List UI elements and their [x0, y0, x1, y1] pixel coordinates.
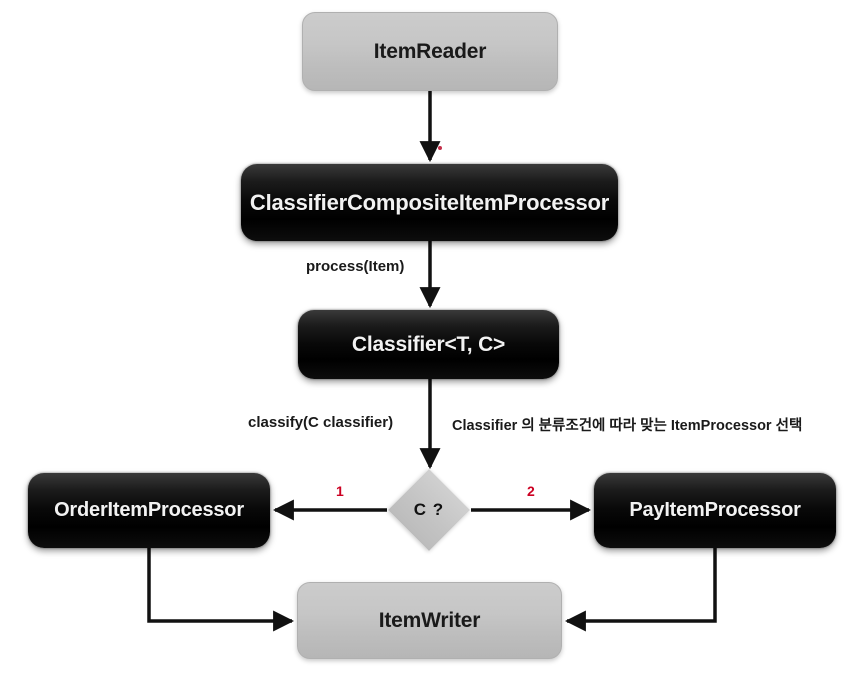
node-pay-item-processor-label: PayItemProcessor	[629, 499, 801, 521]
node-item-reader-label: ItemReader	[373, 39, 487, 63]
edge-order-to-writer	[147, 548, 295, 632]
node-item-reader[interactable]: ItemReader	[302, 12, 558, 91]
node-order-item-processor[interactable]: OrderItemProcessor	[28, 473, 270, 548]
node-classifier-composite-item-processor-label: ClassifierCompositeItemProcessor	[249, 189, 610, 215]
node-item-writer[interactable]: ItemWriter	[297, 582, 562, 659]
edge-label-process-item: process(Item)	[306, 258, 405, 275]
red-dot-artifact	[438, 146, 442, 150]
decision-diamond-label: C ?	[413, 500, 445, 519]
branch-number-1: 1	[336, 483, 344, 499]
node-pay-item-processor[interactable]: PayItemProcessor	[594, 473, 836, 548]
edge-label-selection-note: Classifier 의 분류조건에 따라 맞는 ItemProcessor 선…	[452, 418, 803, 434]
node-order-item-processor-label: OrderItemProcessor	[54, 499, 244, 521]
node-classifier-composite-item-processor[interactable]: ClassifierCompositeItemProcessor	[241, 164, 618, 241]
edge-pay-to-writer	[564, 548, 717, 632]
node-classifier[interactable]: Classifier<T, C>	[298, 310, 559, 379]
branch-number-2: 2	[527, 483, 535, 499]
decision-diamond[interactable]: C ?	[387, 468, 471, 552]
node-classifier-label: Classifier<T, C>	[351, 332, 506, 356]
node-item-writer-label: ItemWriter	[378, 608, 481, 632]
edge-label-classify: classify(C classifier)	[248, 414, 394, 431]
